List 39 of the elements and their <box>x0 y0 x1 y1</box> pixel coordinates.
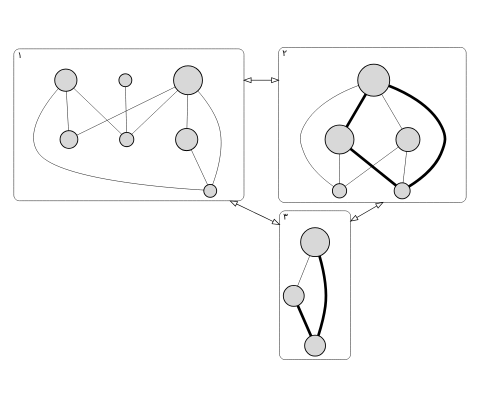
cluster: ۳ <box>279 210 351 360</box>
connector <box>33 88 204 190</box>
connector <box>381 93 402 129</box>
arrow <box>350 201 384 222</box>
node-circle <box>324 124 354 154</box>
node-circle <box>300 226 330 257</box>
node-circle <box>304 334 326 356</box>
connector <box>73 87 122 134</box>
connector <box>191 148 208 185</box>
connector <box>132 90 178 134</box>
connector <box>198 90 222 184</box>
connector <box>317 255 328 336</box>
node-circle <box>175 127 198 151</box>
node-circle <box>60 130 78 148</box>
arrow <box>243 76 280 83</box>
connector <box>402 150 407 183</box>
connector <box>346 93 367 127</box>
node-circle <box>332 182 348 198</box>
node-circle <box>173 64 203 95</box>
connector <box>300 84 359 186</box>
node-circle <box>54 68 78 92</box>
cluster: ۱ <box>14 48 244 201</box>
node-circle <box>203 183 218 198</box>
connector <box>76 86 176 135</box>
connector <box>388 84 446 188</box>
connector <box>125 86 127 132</box>
node-circle <box>357 63 390 96</box>
connector <box>339 153 340 184</box>
arrow <box>229 200 280 225</box>
connector <box>296 304 312 336</box>
cluster: ۲ <box>278 46 466 202</box>
connector <box>66 90 69 130</box>
connector <box>186 94 188 128</box>
node-circle <box>118 72 132 87</box>
node-circle <box>119 131 134 147</box>
connector <box>297 254 310 286</box>
node-circle <box>396 126 420 152</box>
node-circle <box>282 284 305 306</box>
node-circle <box>394 182 411 199</box>
